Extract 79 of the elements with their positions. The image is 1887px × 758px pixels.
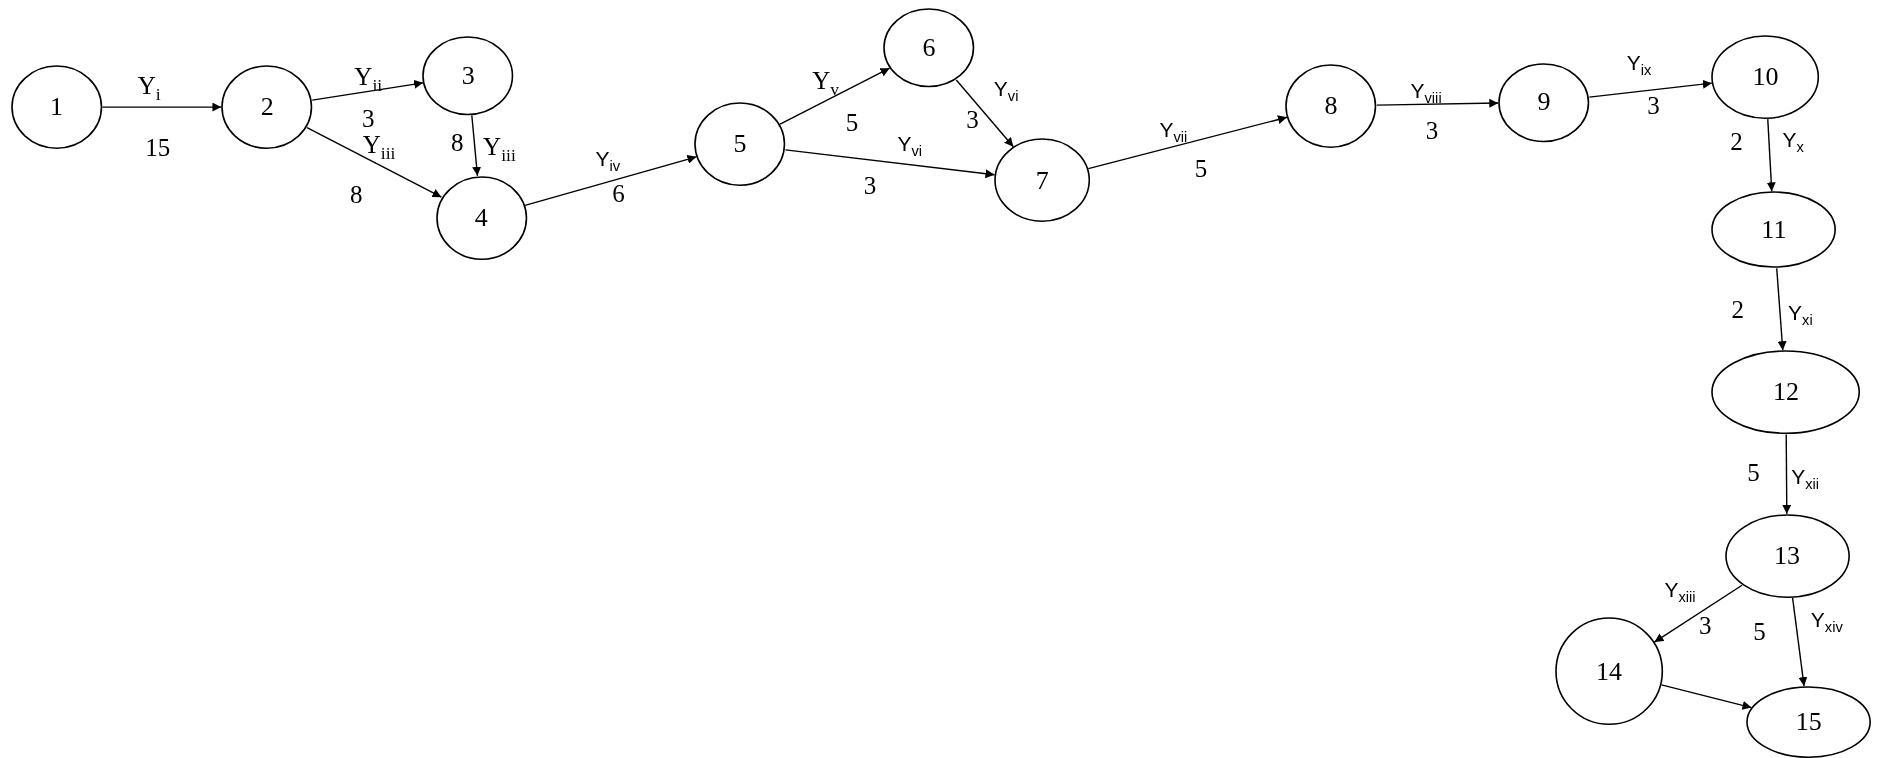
node-number: 15 xyxy=(1795,707,1822,738)
duration-label: 3 xyxy=(966,106,979,132)
edge-label: Y$_{v}$ xyxy=(812,67,839,99)
arrow xyxy=(524,154,698,207)
edge-label: Y$_{xi}$ xyxy=(1788,302,1813,329)
edge-label: Y$_{ix}$ xyxy=(1626,52,1652,78)
arrow xyxy=(311,79,424,101)
arrow xyxy=(1766,118,1776,193)
duration-label: 3 xyxy=(1699,612,1712,638)
edge-label: Y$_{x}$ xyxy=(1782,129,1804,155)
duration-label: 5 xyxy=(1753,618,1766,644)
edge-label: Y$_{vii}$ xyxy=(1159,119,1188,146)
edge-label: Y$_{iii}$ xyxy=(362,131,396,163)
duration-label: 2 xyxy=(1731,296,1744,322)
arrow xyxy=(1660,684,1753,710)
arrow xyxy=(1782,433,1792,515)
node-number: 14 xyxy=(1596,656,1622,687)
node-number: 11 xyxy=(1761,214,1787,245)
arrow xyxy=(1588,79,1713,98)
node-number: 12 xyxy=(1772,377,1799,408)
duration-label: 3 xyxy=(1425,117,1439,143)
event-node xyxy=(1746,685,1872,758)
event-node xyxy=(1711,34,1820,120)
arrow xyxy=(1376,98,1499,108)
edge-label: Y$_{vi}$ xyxy=(993,78,1019,105)
duration-label: 5 xyxy=(1747,459,1760,485)
duration-label: 2 xyxy=(1730,128,1743,154)
event-node xyxy=(422,36,514,116)
duration-label: 5 xyxy=(845,109,859,135)
arrow xyxy=(784,149,996,179)
edge-label: Y$_{vi}$ xyxy=(897,132,923,159)
arrow xyxy=(1776,267,1787,351)
arrow xyxy=(779,67,891,125)
arrow xyxy=(955,79,1015,148)
duration-label: 8 xyxy=(349,181,363,207)
edge-label: Y$_{i}$ xyxy=(137,72,161,104)
event-node xyxy=(1285,63,1377,148)
node-number: 3 xyxy=(461,60,475,91)
node-number: 10 xyxy=(1752,62,1779,92)
duration-label: 8 xyxy=(451,129,464,155)
arrow xyxy=(1087,115,1288,170)
duration-label: 3 xyxy=(362,105,375,131)
node-number: 1 xyxy=(50,92,64,123)
node-number: 7 xyxy=(1035,165,1049,196)
event-node xyxy=(1498,62,1590,142)
edge-label: Y$_{iii}$ xyxy=(483,133,516,165)
node-number: 4 xyxy=(474,202,488,233)
event-node xyxy=(694,102,786,187)
node-number: 2 xyxy=(260,92,274,123)
edge-label: Y$_{viii}$ xyxy=(1410,79,1442,106)
event-node xyxy=(1724,513,1850,599)
arrow xyxy=(101,102,223,112)
event-node xyxy=(435,175,528,260)
edge-label: Y$_{xii}$ xyxy=(1791,466,1820,492)
edge-label: Y$_{xiv}$ xyxy=(1810,609,1843,636)
node-number: 5 xyxy=(733,129,747,160)
duration-label: 5 xyxy=(1194,155,1208,181)
edge-label: Y$_{iv}$ xyxy=(595,148,621,175)
event-node xyxy=(1554,617,1664,726)
arrow xyxy=(306,127,443,198)
event-node xyxy=(10,65,103,150)
event-node xyxy=(994,138,1091,223)
duration-label: 3 xyxy=(1647,92,1660,118)
arrow xyxy=(471,114,482,177)
node-number: 8 xyxy=(1324,90,1338,121)
event-node xyxy=(221,65,313,150)
node-number: 6 xyxy=(922,33,936,64)
arrow xyxy=(1653,584,1743,643)
node-number: 13 xyxy=(1774,540,1801,571)
edge-label: Y$_{ii}$ xyxy=(354,64,383,95)
node-number: 9 xyxy=(1537,87,1551,118)
duration-label: 15 xyxy=(145,134,171,160)
event-node xyxy=(883,8,975,88)
edge-label: Y$_{xiii}$ xyxy=(1664,579,1696,606)
duration-label: 3 xyxy=(863,172,877,198)
event-node xyxy=(1711,191,1837,269)
duration-label: 6 xyxy=(612,180,625,206)
arrow xyxy=(1791,597,1808,687)
event-node xyxy=(1711,350,1861,435)
